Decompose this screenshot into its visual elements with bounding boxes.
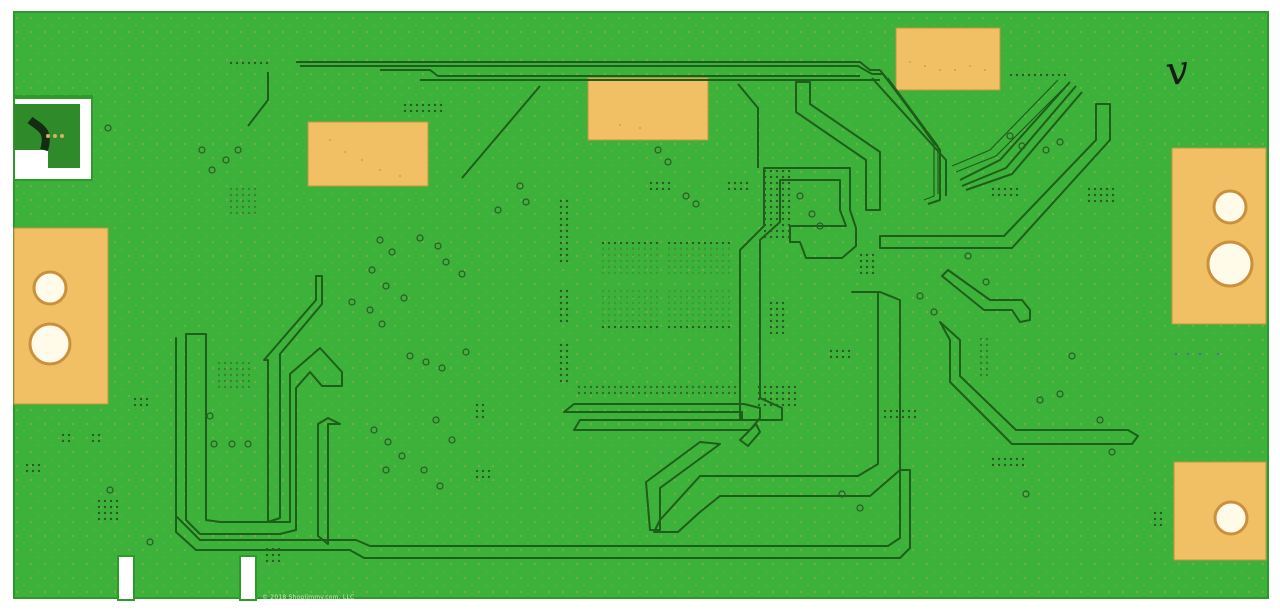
pad-left-mount bbox=[13, 227, 109, 405]
hole-right-lower bbox=[1206, 240, 1254, 288]
trace-network bbox=[175, 61, 1139, 559]
copyright-caption: © 2018 ShopJimmy.com, LLC bbox=[262, 594, 355, 601]
pad-right-mount bbox=[1171, 147, 1267, 325]
hole-right-upper bbox=[1212, 189, 1248, 225]
via-clusters bbox=[26, 58, 1164, 562]
hole-left-upper bbox=[32, 270, 68, 306]
hole-left-lower bbox=[28, 322, 72, 366]
bga-footprint bbox=[558, 170, 796, 408]
pad-top-left bbox=[307, 121, 429, 187]
pad-top-center bbox=[587, 77, 709, 141]
copper-pads bbox=[13, 27, 1267, 561]
hole-bottom-right bbox=[1213, 500, 1249, 536]
mounting-holes bbox=[28, 189, 1254, 536]
pad-top-right bbox=[895, 27, 1001, 91]
edge-slots bbox=[117, 555, 257, 601]
